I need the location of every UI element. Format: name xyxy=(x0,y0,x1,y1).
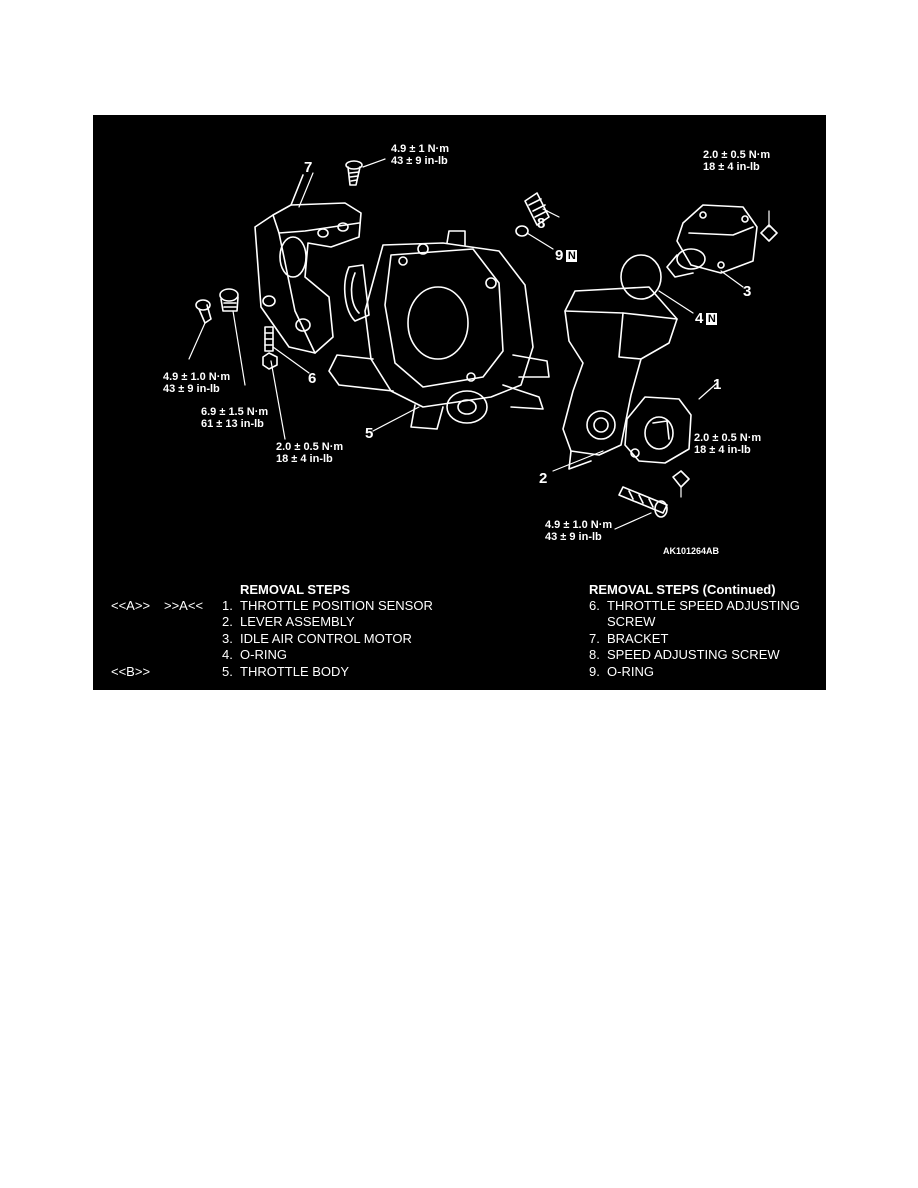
torque-metric: 6.9 ± 1.5 N·m xyxy=(201,406,269,418)
n-mark-9: N xyxy=(566,250,578,262)
step-row: 9. O-RING xyxy=(589,664,819,680)
step-number: 8. xyxy=(589,647,600,663)
step-row: SCREW xyxy=(589,614,819,630)
step-text: O-RING xyxy=(240,647,287,663)
callout-1: 1 xyxy=(713,376,722,393)
step-text: THROTTLE BODY xyxy=(240,663,350,679)
throttle-position-sensor xyxy=(624,396,692,464)
torque-spec-center-low: 2.0 ± 0.5 N·m 18 ± 4 in-lb xyxy=(276,441,343,465)
o-ring-4 xyxy=(620,254,662,300)
step-number: 7. xyxy=(589,630,600,646)
screw-top-center xyxy=(345,160,363,186)
torque-imperial: 18 ± 4 in-lb xyxy=(276,453,333,465)
callout-8: 8 xyxy=(537,215,546,232)
spring-and-oring xyxy=(515,192,550,237)
screws-right xyxy=(618,470,690,518)
idle-air-control-motor xyxy=(666,204,778,278)
step-number: 9. xyxy=(589,663,600,679)
removal-steps-title: REMOVAL STEPS xyxy=(240,582,351,597)
torque-metric: 4.9 ± 1.0 N·m xyxy=(163,371,231,383)
step-number: 6. xyxy=(589,598,600,613)
torque-imperial: 43 ± 9 in-lb xyxy=(391,155,448,167)
torque-spec-top-right: 2.0 ± 0.5 N·m 18 ± 4 in-lb xyxy=(703,149,770,173)
diagram-drawing xyxy=(188,158,778,530)
torque-metric: 2.0 ± 0.5 N·m xyxy=(703,149,771,161)
callout-2: 2 xyxy=(539,470,548,487)
torque-imperial: 18 ± 4 in-lb xyxy=(694,444,751,456)
leader-lines xyxy=(188,158,770,530)
step-code-1: <<A>> xyxy=(111,598,151,613)
step-row: 4. O-RING xyxy=(111,647,471,663)
torque-metric: 4.9 ± 1.0 N·m xyxy=(545,519,613,531)
step-text: O-RING xyxy=(607,663,654,679)
torque-metric: 2.0 ± 0.5 N·m xyxy=(276,441,344,453)
torque-metric: 4.9 ± 1 N·m xyxy=(391,143,450,155)
torque-spec-right-mid: 2.0 ± 0.5 N·m 18 ± 4 in-lb xyxy=(694,432,761,456)
torque-imperial: 43 ± 9 in-lb xyxy=(163,383,220,395)
step-row: 6. THROTTLE SPEED ADJUSTING xyxy=(589,598,819,614)
screws-left xyxy=(195,288,239,324)
step-row: <<A>> >>A<< 1. THROTTLE POSITION SENSOR xyxy=(111,598,471,614)
step-text: THROTTLE POSITION SENSOR xyxy=(240,598,433,613)
torque-spec-left: 4.9 ± 1.0 N·m 43 ± 9 in-lb xyxy=(163,371,230,395)
step-number: 5. xyxy=(222,663,233,679)
torque-imperial: 18 ± 4 in-lb xyxy=(703,161,760,173)
callout-6: 6 xyxy=(308,370,317,387)
step-row: 3. IDLE AIR CONTROL MOTOR xyxy=(111,631,471,647)
lever-assembly xyxy=(562,286,678,470)
torque-spec-bottom: 4.9 ± 1.0 N·m 43 ± 9 in-lb xyxy=(545,519,612,543)
step-text: SPEED ADJUSTING SCREW xyxy=(607,647,780,663)
step-number: 2. xyxy=(222,614,233,630)
callout-7: 7 xyxy=(304,159,313,176)
removal-steps-continued-title: REMOVAL STEPS (Continued) xyxy=(589,582,776,597)
step-code-2: >>A<< xyxy=(164,598,204,613)
removal-steps-continued: REMOVAL STEPS (Continued) 6. THROTTLE SP… xyxy=(589,582,819,680)
step-row: 2. LEVER ASSEMBLY xyxy=(111,614,471,630)
step-code-1: <<B>> xyxy=(111,663,151,679)
removal-steps: REMOVAL STEPS <<A>> >>A<< 1. THROTTLE PO… xyxy=(111,582,471,680)
step-number: 1. xyxy=(222,598,233,613)
torque-spec-left-mid: 6.9 ± 1.5 N·m 61 ± 13 in-lb xyxy=(201,406,268,430)
step-text: BRACKET xyxy=(607,630,669,646)
n-mark-4: N xyxy=(706,313,718,325)
step-row: 7. BRACKET xyxy=(589,631,819,647)
step-text: SCREW xyxy=(607,614,656,630)
bracket xyxy=(254,174,362,354)
figure-code: AK101264AB xyxy=(663,546,720,556)
torque-imperial: 61 ± 13 in-lb xyxy=(201,418,264,430)
torque-spec-top-center: 4.9 ± 1 N·m 43 ± 9 in-lb xyxy=(391,143,449,167)
step-row: 8. SPEED ADJUSTING SCREW xyxy=(589,647,819,663)
callout-5: 5 xyxy=(365,425,374,442)
step-text: THROTTLE SPEED ADJUSTING xyxy=(607,598,800,613)
torque-imperial: 43 ± 9 in-lb xyxy=(545,531,602,543)
torque-metric: 2.0 ± 0.5 N·m xyxy=(694,432,762,444)
callout-3: 3 xyxy=(743,283,752,300)
adjusting-screw-6 xyxy=(262,326,278,370)
step-row: <<B>> 5. THROTTLE BODY xyxy=(111,664,471,680)
step-text: IDLE AIR CONTROL MOTOR xyxy=(240,630,412,646)
step-number: 4. xyxy=(222,647,233,663)
step-number: 3. xyxy=(222,630,233,646)
throttle-body xyxy=(328,230,550,430)
step-text: LEVER ASSEMBLY xyxy=(240,614,355,630)
